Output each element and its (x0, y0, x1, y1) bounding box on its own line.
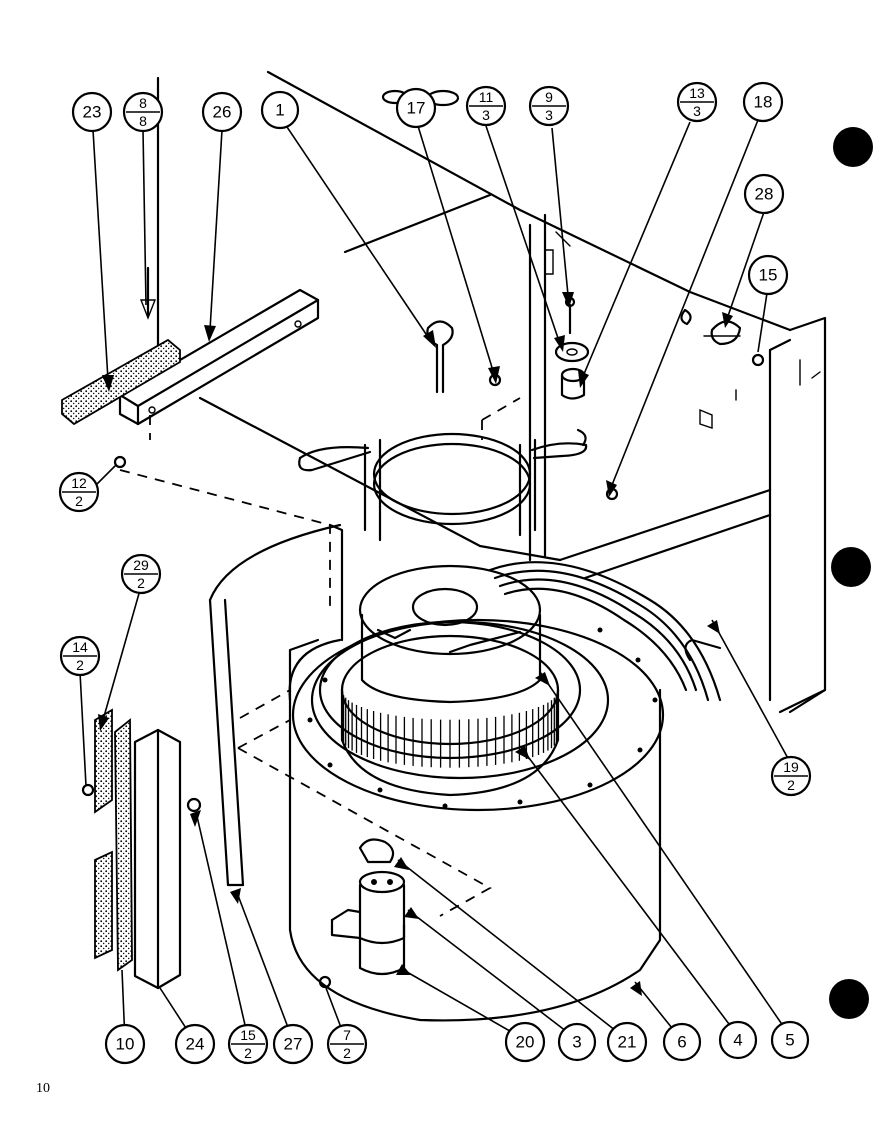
svg-text:4: 4 (733, 1031, 742, 1050)
svg-text:2: 2 (75, 493, 83, 509)
callout-18: 18 (742, 81, 784, 123)
svg-text:3: 3 (545, 107, 553, 123)
callout-19-2: 192 (770, 755, 812, 797)
callout-15-2: 152 (227, 1023, 269, 1065)
svg-text:3: 3 (693, 103, 701, 119)
callout-23: 23 (71, 91, 113, 133)
svg-text:2: 2 (343, 1045, 351, 1061)
svg-text:11: 11 (479, 89, 494, 105)
svg-text:29: 29 (133, 557, 149, 573)
svg-text:3: 3 (482, 107, 490, 123)
callout-5: 5 (770, 1020, 810, 1060)
callout-12-2: 122 (58, 471, 100, 513)
callout-8-8: 88 (122, 91, 164, 133)
callout-29-2: 292 (120, 553, 162, 595)
cabinet-frame (156, 70, 827, 714)
callout-9-3: 93 (528, 85, 570, 127)
svg-text:15: 15 (759, 266, 778, 285)
capacitor-assembly (330, 838, 406, 976)
binder-holes (829, 127, 873, 1019)
svg-text:23: 23 (83, 103, 102, 122)
callout-20: 20 (504, 1021, 546, 1063)
callout-4: 4 (718, 1020, 758, 1060)
callout-17: 17 (395, 87, 437, 129)
leader-lines (79, 119, 791, 1043)
svg-text:14: 14 (72, 639, 88, 655)
svg-text:24: 24 (186, 1035, 205, 1054)
svg-text:18: 18 (754, 93, 773, 112)
blower-wheel (340, 634, 560, 797)
svg-text:13: 13 (689, 85, 705, 101)
svg-text:2: 2 (787, 777, 795, 793)
callout-7-2: 72 (326, 1023, 368, 1065)
svg-text:8: 8 (139, 95, 147, 111)
hardware-screws (81, 89, 765, 989)
housing-rivets (307, 627, 658, 809)
svg-text:10: 10 (116, 1035, 135, 1054)
side-panels (94, 708, 182, 990)
svg-text:19: 19 (783, 759, 799, 775)
callout-11-3: 113 (465, 85, 507, 127)
svg-text:2: 2 (244, 1045, 252, 1061)
svg-text:17: 17 (407, 99, 426, 118)
page-number: 10 (36, 1081, 50, 1096)
blower-motor (358, 564, 542, 704)
svg-text:15: 15 (240, 1027, 256, 1043)
callout-3: 3 (557, 1022, 597, 1062)
binder-hole-top (833, 127, 873, 167)
binder-hole-middle (831, 547, 871, 587)
callout-1: 1 (260, 90, 300, 130)
mounting-bracket (61, 288, 320, 426)
binder-hole-bottom (829, 979, 869, 1019)
svg-text:6: 6 (677, 1033, 686, 1052)
svg-text:2: 2 (137, 575, 145, 591)
svg-text:1: 1 (275, 101, 284, 120)
callout-13-3: 133 (676, 81, 718, 123)
svg-text:9: 9 (545, 89, 553, 105)
svg-text:8: 8 (139, 113, 147, 129)
svg-text:20: 20 (516, 1033, 535, 1052)
svg-text:27: 27 (284, 1035, 303, 1054)
callout-14-2: 142 (59, 635, 101, 677)
callout-27: 27 (272, 1023, 314, 1065)
callout-15: 15 (747, 254, 789, 296)
blower-housing (208, 523, 665, 1022)
svg-text:26: 26 (213, 103, 232, 122)
wire-harness (488, 561, 722, 702)
callout-26: 26 (201, 91, 243, 133)
callout-24: 24 (174, 1023, 216, 1065)
svg-text:2: 2 (76, 657, 84, 673)
wire-hanger-ring (298, 320, 588, 542)
svg-text:5: 5 (785, 1031, 794, 1050)
svg-text:28: 28 (755, 185, 774, 204)
svg-text:12: 12 (71, 475, 87, 491)
callout-6: 6 (662, 1022, 702, 1062)
callout-10: 10 (104, 1023, 146, 1065)
callout-28: 28 (743, 173, 785, 215)
svg-text:3: 3 (572, 1033, 581, 1052)
svg-text:21: 21 (618, 1033, 637, 1052)
svg-text:7: 7 (343, 1027, 351, 1043)
callout-21: 21 (606, 1021, 648, 1063)
